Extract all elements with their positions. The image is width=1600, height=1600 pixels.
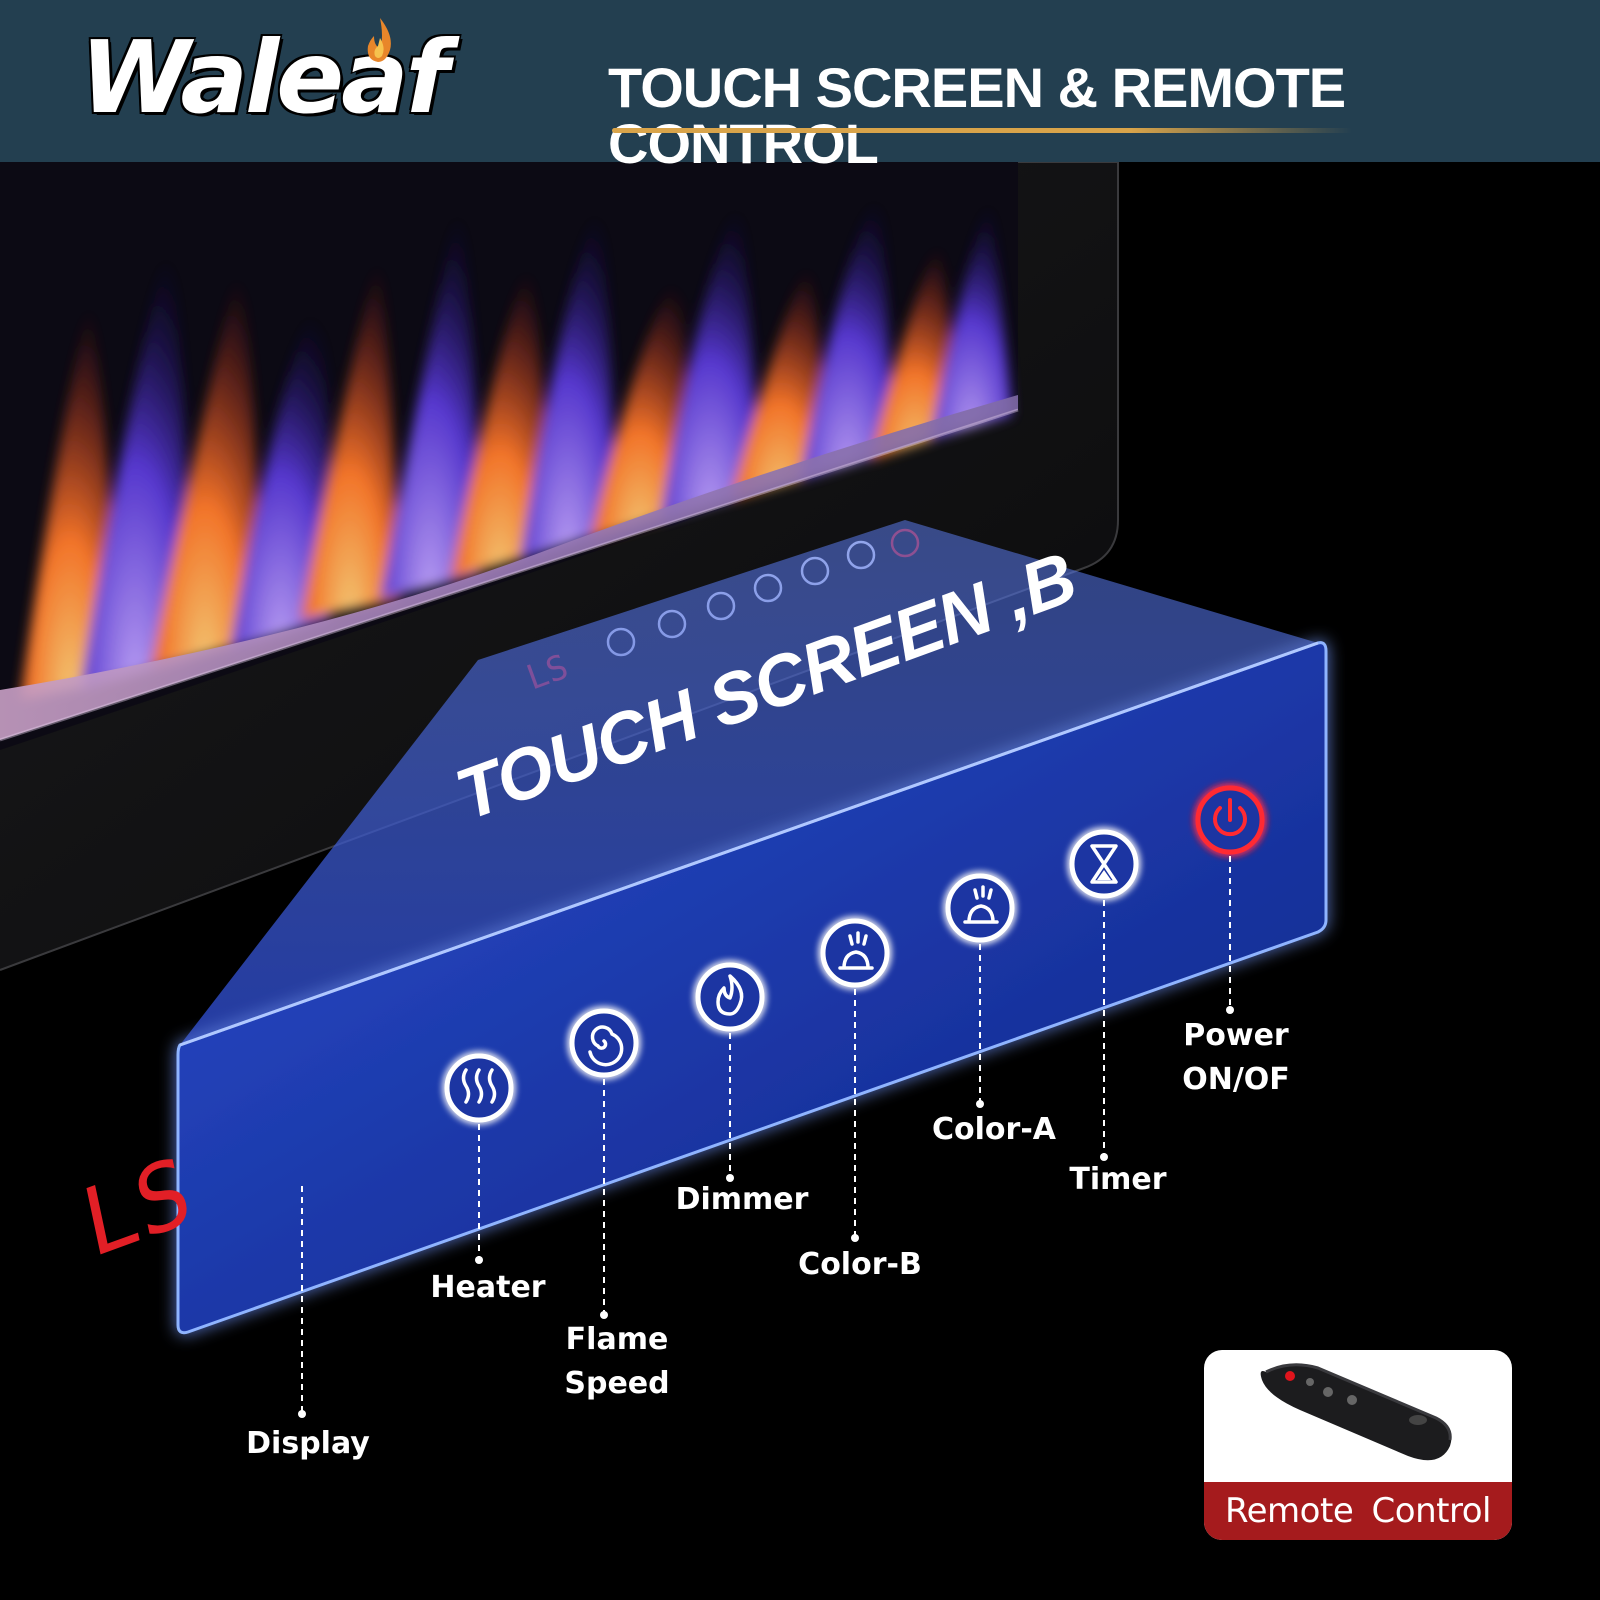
label-flame-speed: Flame Speed (564, 1318, 669, 1406)
label-color-b: Color-B (798, 1247, 922, 1282)
power-button (1195, 785, 1265, 855)
label-power-line2: ON/OF (1182, 1062, 1290, 1097)
flame-logo-icon (367, 18, 391, 62)
label-flame-speed-line1: Flame (565, 1322, 669, 1357)
color-a-button (945, 873, 1015, 943)
label-heater: Heater (430, 1270, 546, 1305)
label-color-a: Color-A (932, 1112, 1056, 1147)
header-bar (0, 0, 1600, 162)
label-flame-speed-line2: Speed (564, 1366, 670, 1401)
flame-speed-button (569, 1008, 639, 1078)
label-timer: Timer (1069, 1162, 1167, 1197)
color-a-icon (945, 873, 1015, 943)
dimmer-button (695, 962, 765, 1032)
page-title: TOUCH SCREEN & REMOTE CONTROL (608, 56, 1346, 175)
remote-control-overlay (1260, 1363, 1452, 1461)
title-underline (612, 128, 1352, 133)
label-power: Power ON/OF (1182, 1014, 1290, 1102)
label-display: Display (246, 1426, 370, 1461)
color-b-button (820, 918, 890, 988)
label-dimmer: Dimmer (675, 1182, 809, 1217)
timer-button (1069, 829, 1139, 899)
remote-control-label: Remote Control (1204, 1482, 1512, 1540)
label-power-line1: Power (1183, 1018, 1289, 1053)
remote-control-card: Remote Control (1204, 1350, 1512, 1540)
heater-button (444, 1053, 514, 1123)
